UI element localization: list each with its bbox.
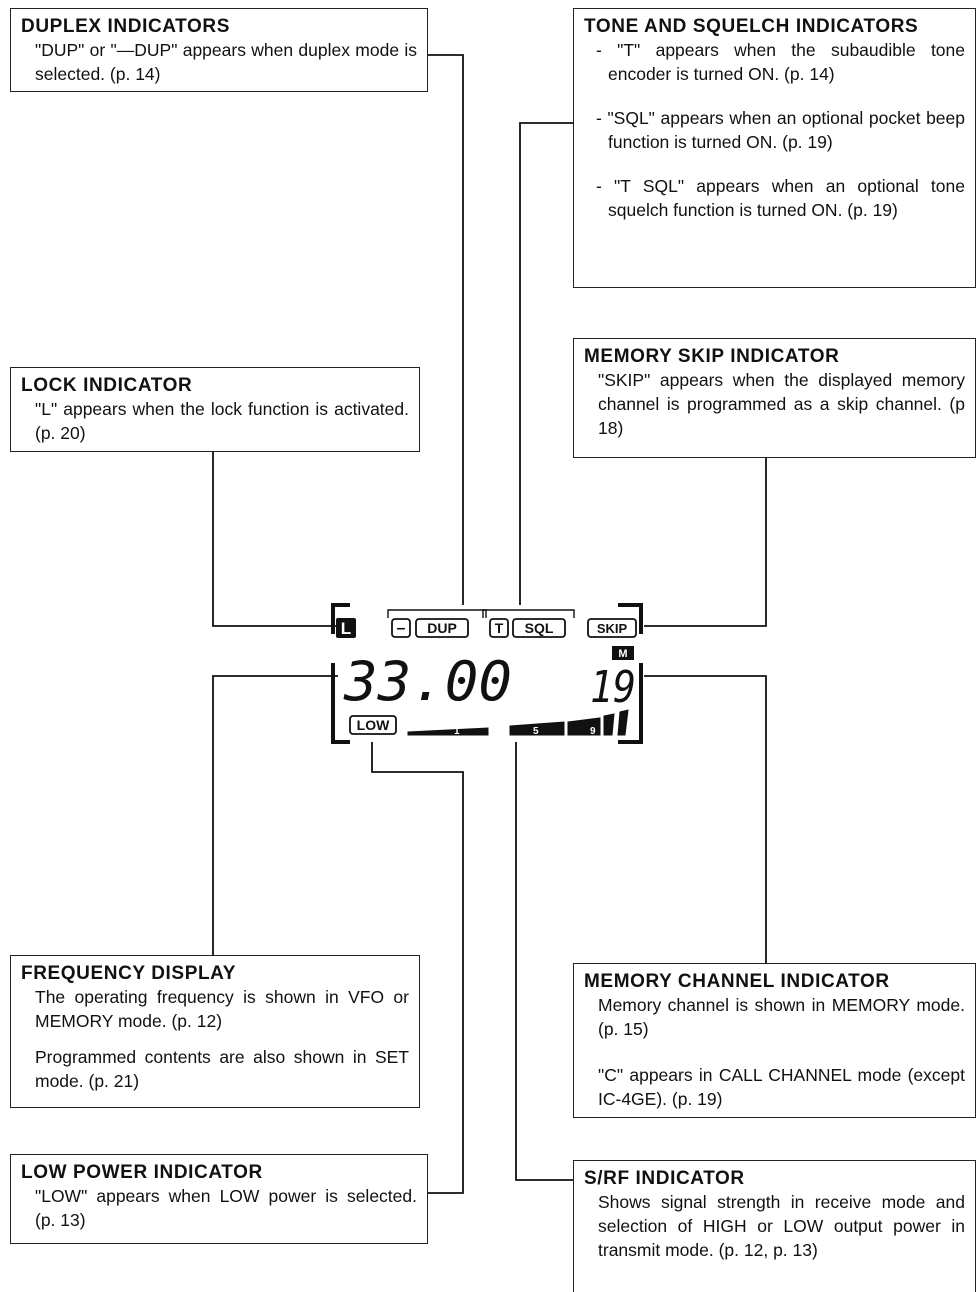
tone-squelch-indicators-box: TONE AND SQUELCH INDICATORS - "T" appear…	[573, 8, 976, 288]
lock-glyph-box	[336, 618, 356, 638]
memory-channel-indicator-box: MEMORY CHANNEL INDICATOR Memory channel …	[573, 963, 976, 1118]
lock-glyph: L	[341, 619, 351, 638]
memory-channel-title: MEMORY CHANNEL INDICATOR	[584, 971, 890, 992]
low-power-title: LOW POWER INDICATOR	[21, 1162, 263, 1183]
low-power-connector	[371, 742, 464, 1194]
memory-skip-title: MEMORY SKIP INDICATOR	[584, 346, 840, 367]
memory-channel-text-2: "C" appears in CALL CHANNEL mode (except…	[598, 1065, 965, 1109]
srf-connector	[515, 742, 573, 1181]
low-power-indicator-box: LOW POWER INDICATOR "LOW" appears when L…	[10, 1154, 428, 1244]
frequency-text-1: The operating frequency is shown in VFO …	[35, 987, 409, 1031]
duplex-indicators-box: DUPLEX INDICATORS "DUP" or "—DUP" appear…	[10, 8, 428, 92]
low-glyph-box	[349, 715, 397, 735]
duplex-title: DUPLEX INDICATORS	[21, 16, 231, 37]
sql-glyph-box	[512, 618, 566, 638]
memory-skip-indicator-box: MEMORY SKIP INDICATOR "SKIP" appears whe…	[573, 338, 976, 458]
lock-connector	[212, 452, 342, 627]
lcd-display: L – DUP T SQL SKIP M 33.00 19 LOW 1 5 9	[331, 603, 643, 744]
t-glyph-box	[489, 618, 509, 638]
meter-mark-9: 9	[590, 726, 596, 737]
minus-glyph: –	[397, 620, 406, 637]
low-power-text: "LOW" appears when LOW power is selected…	[35, 1186, 417, 1230]
meter-mark-5: 5	[533, 726, 539, 737]
tone-squelch-title: TONE AND SQUELCH INDICATORS	[584, 16, 919, 37]
lock-indicator-box: LOCK INDICATOR "L" appears when the lock…	[10, 367, 420, 452]
skip-glyph-box	[587, 618, 637, 638]
srf-text: Shows signal strength in receive mode an…	[598, 1192, 965, 1260]
srf-meter	[407, 709, 629, 736]
lock-title: LOCK INDICATOR	[21, 375, 193, 396]
frequency-connector	[212, 675, 338, 955]
frequency-text-2: Programmed contents are also shown in SE…	[35, 1047, 409, 1091]
duplex-text: "DUP" or "—DUP" appears when duplex mode…	[35, 40, 417, 84]
duplex-connector	[428, 54, 464, 605]
dup-glyph-box	[415, 618, 469, 638]
tone-item-sql: - "SQL" appears when an optional pocket …	[596, 108, 965, 152]
tone-item-tsql: - "T SQL" appears when an optional tone …	[596, 176, 965, 220]
memory-badge-label: M	[618, 648, 627, 660]
tone-item-t: - "T" appears when the subaudible tone e…	[596, 40, 965, 84]
srf-indicator-box: S/RF INDICATOR Shows signal strength in …	[573, 1160, 976, 1292]
memory-channel-text-1: Memory channel is shown in MEMORY mode. …	[598, 995, 965, 1039]
minus-glyph-box	[391, 618, 411, 638]
meter-mark-1: 1	[454, 726, 460, 737]
skip-connector	[644, 458, 767, 627]
srf-title: S/RF INDICATOR	[584, 1168, 745, 1189]
frequency-digits: 33.00	[343, 650, 512, 713]
low-glyph: LOW	[357, 717, 390, 733]
sql-glyph: SQL	[525, 620, 554, 636]
t-glyph: T	[495, 620, 504, 636]
memory-channel-connector	[644, 675, 767, 963]
dup-glyph: DUP	[427, 620, 457, 636]
memory-badge	[612, 646, 634, 660]
frequency-title: FREQUENCY DISPLAY	[21, 963, 237, 984]
tone-connector	[519, 122, 573, 605]
channel-digits: 19	[590, 662, 636, 713]
skip-glyph: SKIP	[597, 621, 628, 636]
frequency-display-box: FREQUENCY DISPLAY The operating frequenc…	[10, 955, 420, 1108]
lock-text: "L" appears when the lock function is ac…	[35, 399, 409, 443]
memory-skip-text: "SKIP" appears when the displayed memory…	[598, 370, 965, 438]
